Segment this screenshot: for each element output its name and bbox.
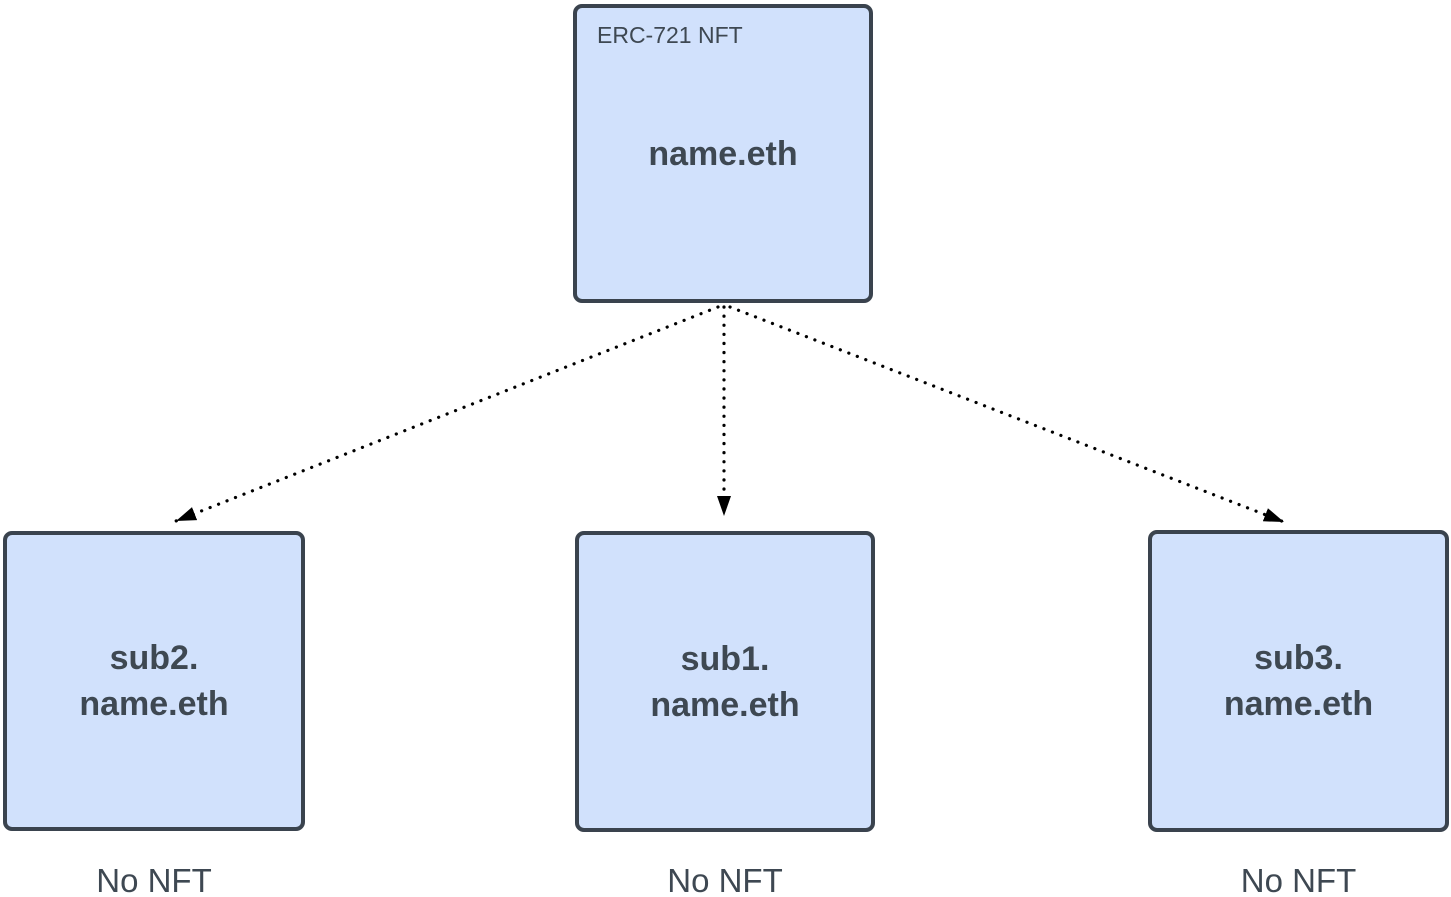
node-type-label: ERC-721 NFT	[597, 22, 743, 48]
arrow-root-to-sub2	[174, 305, 720, 523]
node-title: name.eth	[648, 134, 798, 173]
node-title: sub3.	[1254, 639, 1343, 677]
arrow-root-to-sub3	[728, 305, 1286, 524]
node-sub2-name-eth[interactable]: sub2. name.eth	[3, 531, 305, 831]
node-title: name.eth	[650, 685, 800, 724]
status-label-sub3: No NFT	[1240, 862, 1357, 897]
node-name-eth[interactable]: ERC-721 NFT name.eth	[573, 4, 873, 303]
node-sub1-name-eth[interactable]: sub1. name.eth	[575, 531, 875, 832]
node-title: sub1.	[680, 639, 770, 678]
node-title: name.eth	[1223, 685, 1374, 723]
status-label-sub1: No NFT	[667, 862, 783, 897]
node-sub3-name-eth[interactable]: sub3. name.eth	[1148, 530, 1449, 832]
node-title: sub2.	[109, 639, 199, 677]
node-title: name.eth	[79, 685, 229, 723]
status-label-sub2: No NFT	[96, 862, 212, 897]
